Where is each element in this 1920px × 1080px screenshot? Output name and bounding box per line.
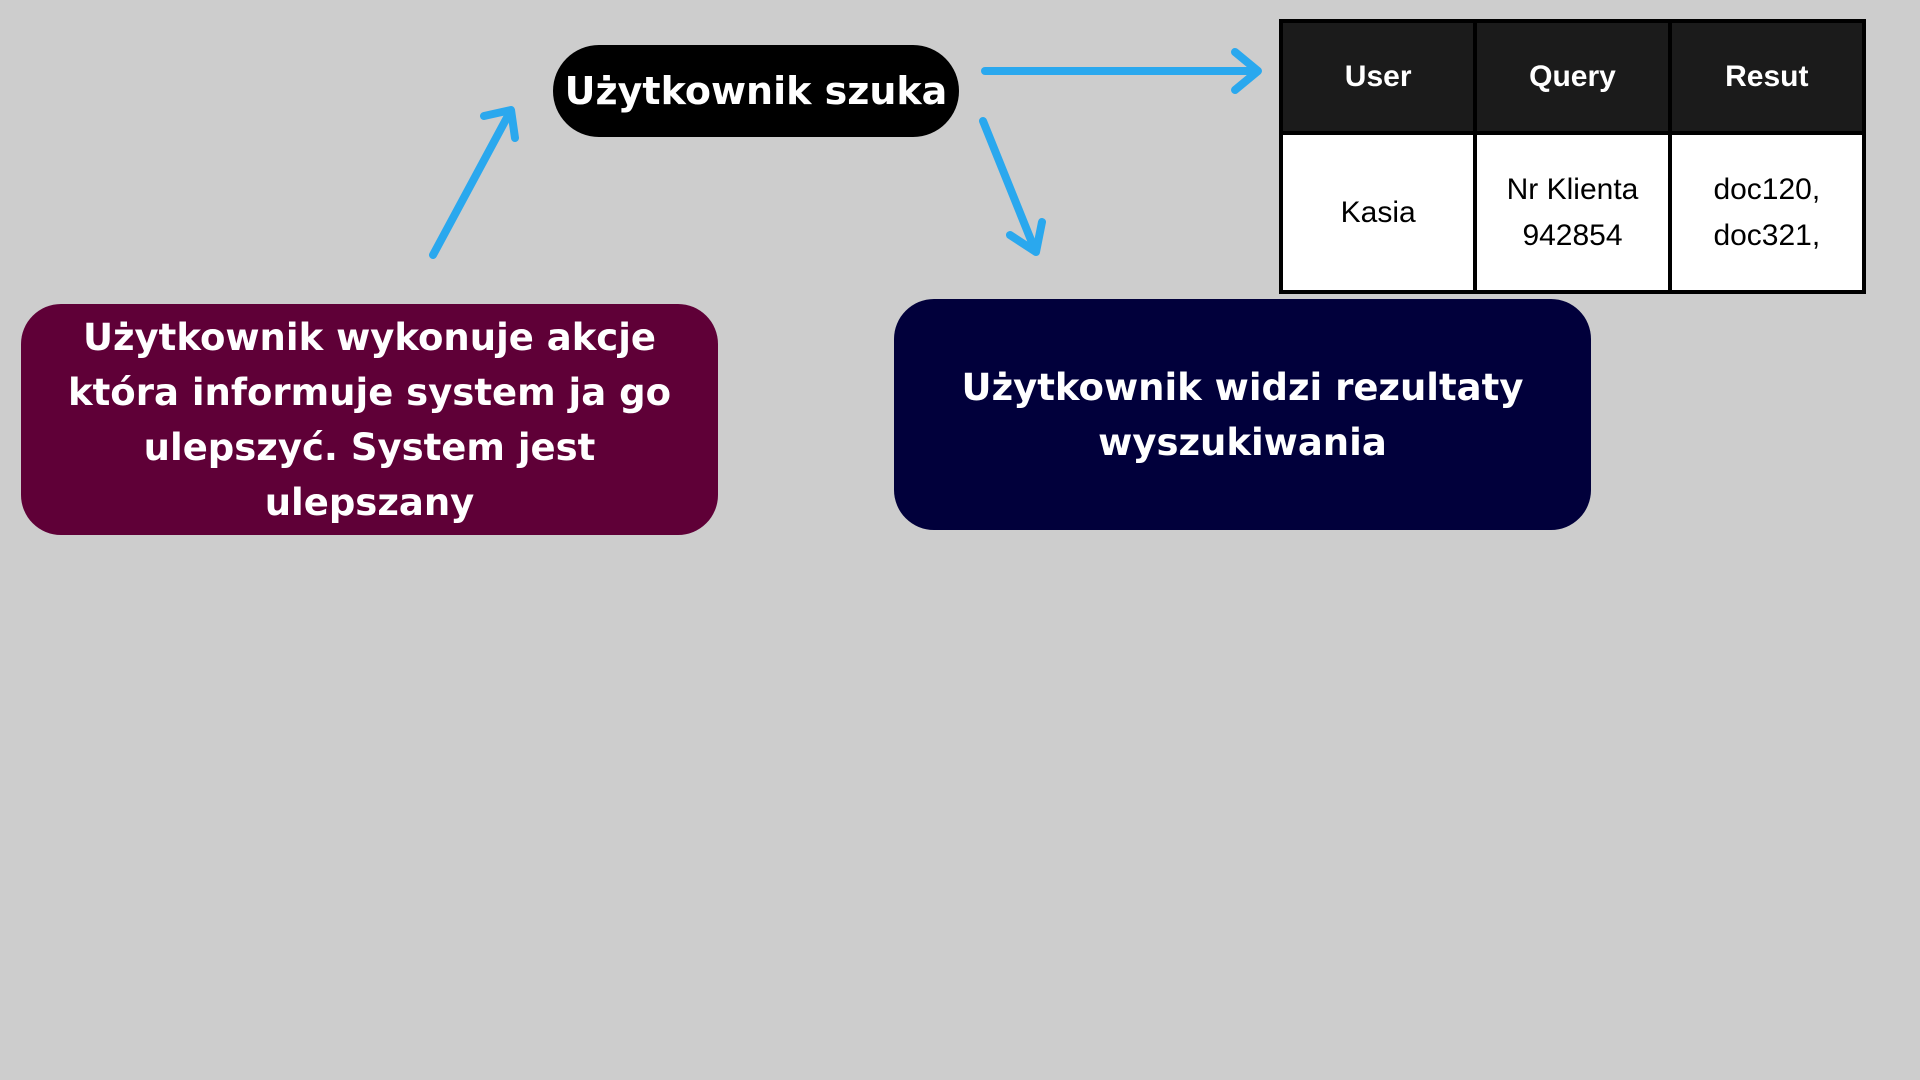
table-row: Kasia Nr Klienta 942854 doc120, doc321,	[1278, 131, 1867, 294]
cell-result-line1: doc120,	[1713, 172, 1821, 206]
arrow-search-to-table	[981, 48, 1262, 94]
cell-result-line2: doc321,	[1713, 218, 1821, 252]
improve-node: Użytkownik wykonuje akcje która informuj…	[21, 304, 718, 535]
search-node: Użytkownik szuka	[553, 45, 959, 137]
header-query: Query	[1473, 19, 1672, 135]
cell-query-line1: Nr Klienta	[1506, 172, 1639, 206]
table-header-row: User Query Resut	[1278, 19, 1867, 135]
arrow-improve-to-search	[429, 106, 519, 259]
arrow-search-to-results	[979, 117, 1046, 256]
header-user: User	[1278, 19, 1478, 135]
cell-query-line2: 942854	[1522, 218, 1623, 252]
header-result: Resut	[1667, 19, 1867, 135]
cell-result: doc120, doc321,	[1667, 131, 1867, 294]
cell-user: Kasia	[1278, 131, 1478, 294]
cell-query: Nr Klienta 942854	[1473, 131, 1672, 294]
results-node: Użytkownik widzi rezultaty wyszukiwania	[894, 299, 1591, 530]
search-log-table: User Query Resut Kasia Nr Klienta 942854…	[1278, 19, 1867, 294]
